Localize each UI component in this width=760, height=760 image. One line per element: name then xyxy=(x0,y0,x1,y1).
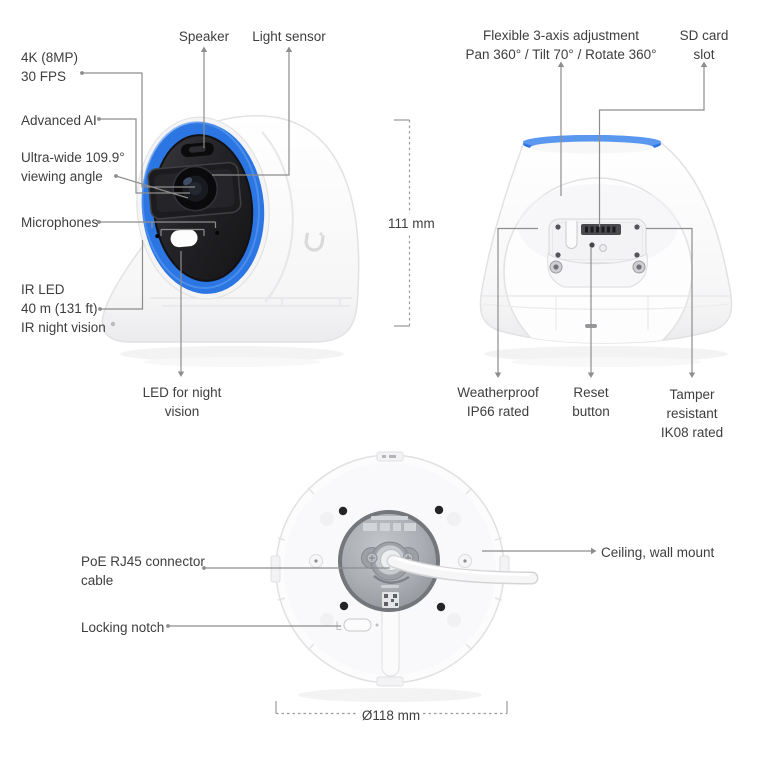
label-viewing-angle: Ultra-wide 109.9° viewing angle xyxy=(21,150,125,184)
camera-back-view-illustration xyxy=(479,135,733,367)
label-speaker: Speaker xyxy=(178,29,230,44)
label-ir-led: IR LED 40 m (131 ft) IR night vision xyxy=(21,282,106,335)
label-height-dimension: 111 mm xyxy=(385,214,438,233)
label-advanced-ai: Advanced AI xyxy=(21,113,97,128)
locking-notch xyxy=(336,618,379,632)
camera-bottom-view-illustration xyxy=(270,451,539,702)
label-resolution: 4K (8MP) 30 FPS xyxy=(21,50,79,84)
poe-cable xyxy=(386,554,539,585)
callout-leader-lines xyxy=(82,51,705,627)
label-reset-button: Reset button xyxy=(572,385,610,419)
label-sd-card-slot: SD card slot xyxy=(679,28,729,62)
label-diameter-dimension: Ø118 mm xyxy=(358,706,424,725)
height-dimension-line xyxy=(394,119,411,327)
label-ceiling-wall-mount: Ceiling, wall mount xyxy=(601,545,715,560)
diameter-dimension-line xyxy=(275,701,508,715)
qr-code xyxy=(382,592,399,608)
reset-button xyxy=(589,242,595,248)
label-poe-cable: PoE RJ45 connector cable xyxy=(81,554,205,588)
callout-markers xyxy=(80,46,708,628)
label-tamper-resistant: Tamper resistant IK08 rated xyxy=(660,387,724,440)
ubiquiti-logo-icon xyxy=(304,232,325,252)
label-locking-notch: Locking notch xyxy=(81,620,165,635)
camera-front-view-illustration xyxy=(101,115,360,367)
label-microphones: Microphones xyxy=(21,215,99,230)
label-weatherproof: Weatherproof IP66 rated xyxy=(457,385,539,419)
label-light-sensor: Light sensor xyxy=(252,29,326,44)
label-three-axis-adjustment: Flexible 3-axis adjustment Pan 360° / Ti… xyxy=(465,28,657,62)
label-led-night-vision: LED for night vision xyxy=(142,385,222,419)
